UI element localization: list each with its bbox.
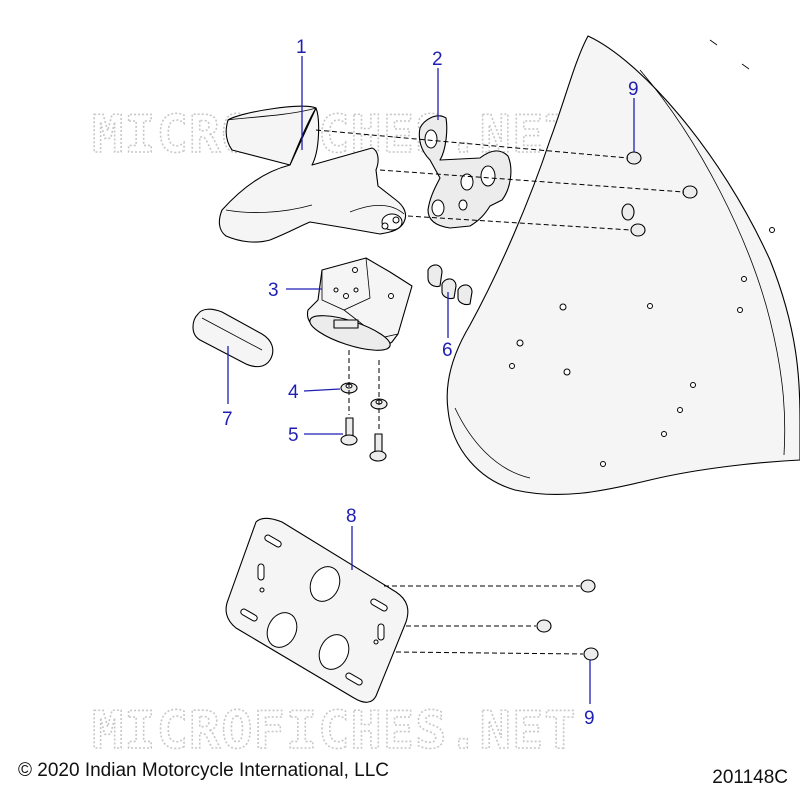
callout-2: 2 (432, 49, 443, 70)
callout-leaders (227, 56, 635, 704)
callout-9-bottom: 9 (584, 708, 595, 729)
wire-clips-part-6 (427, 264, 473, 306)
assembly-lines (315, 129, 685, 655)
light-housing-part-1 (218, 105, 407, 243)
mounting-bracket-part-2 (418, 115, 512, 229)
figure-number: 201148C (712, 767, 788, 788)
callout-9-top: 9 (628, 79, 639, 100)
screws-part-5 (340, 417, 387, 462)
watermark-bottom: MICROFICHES.NET (92, 701, 577, 761)
reflector-lens-part-7 (192, 308, 274, 368)
callout-8: 8 (346, 506, 357, 527)
nuts-part-4 (340, 382, 388, 410)
rear-fender (446, 35, 800, 496)
callout-3: 3 (268, 280, 279, 301)
callout-6: 6 (442, 340, 453, 361)
callout-7: 7 (222, 409, 233, 430)
light-mount-part-3 (306, 257, 413, 351)
callout-4: 4 (288, 382, 299, 403)
license-plate-bracket-part-8 (225, 517, 409, 703)
fasteners-part-9 (536, 151, 698, 661)
callout-1: 1 (296, 37, 307, 58)
callout-5: 5 (288, 425, 299, 446)
copyright-notice: © 2020 Indian Motorcycle International, … (18, 760, 389, 781)
